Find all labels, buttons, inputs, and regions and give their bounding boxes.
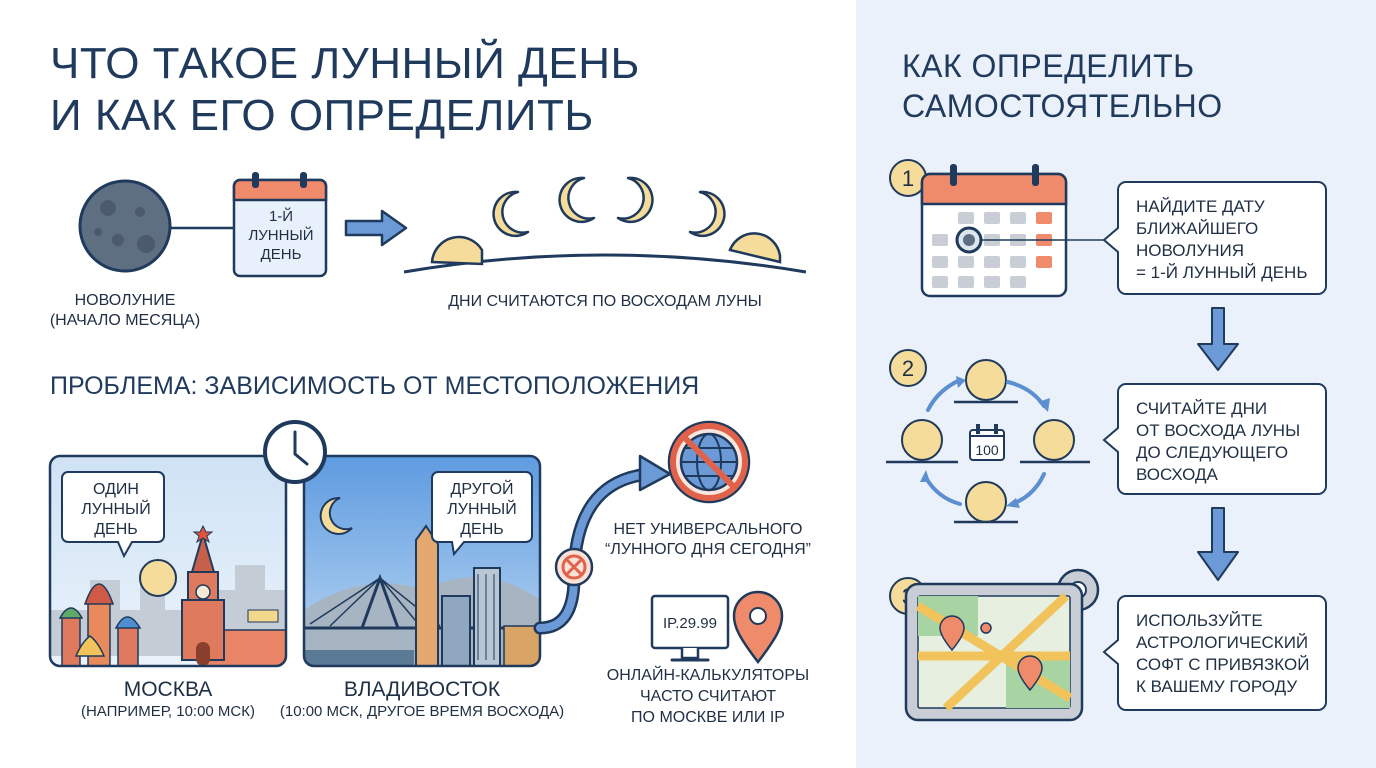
new-moon-icon [78, 179, 172, 273]
right-title-line1: КАК ОПРЕДЕЛИТЬ [902, 48, 1195, 84]
step-1-text: НАЙДИТЕ ДАТУ БЛИЖАЙШЕГО НОВОЛУНИЯ = 1-Й … [1136, 196, 1316, 284]
vladivostok-bubble: ДРУГОЙ ЛУННЫЙ ДЕНЬ [428, 480, 536, 540]
moscow-panel [48, 454, 288, 668]
step-2-line3: ДО СЛЕДУЮЩЕГО [1136, 443, 1289, 462]
moonrise-cycle-icon [886, 359, 1090, 524]
page-title: ЧТО ТАКОЕ ЛУННЫЙ ДЕНЬ И КАК ЕГО ОПРЕДЕЛИ… [50, 38, 640, 142]
vladivostok-panel [302, 454, 542, 668]
intro-graphic [78, 172, 807, 278]
step-2-line4: ВОСХОДА [1136, 465, 1218, 484]
vladivostok-city-label: ВЛАДИВОСТОК [343, 678, 501, 701]
no-universal-line1: НЕТ УНИВЕРСАЛЬНОГО [613, 521, 803, 538]
blocked-icon [554, 547, 594, 587]
step-2-box [1102, 383, 1327, 495]
page-title-line2: И КАК ЕГО ОПРЕДЕЛИТЬ [50, 91, 594, 140]
calendar-grid-icon [920, 164, 1121, 298]
monitor-icon [650, 594, 730, 662]
arrow-right-icon [344, 209, 408, 247]
calendar-icon [232, 172, 328, 278]
step-3-line1: ИСПОЛЬЗУЙТЕ [1136, 611, 1263, 630]
step-1-line4: = 1-Й ЛУННЫЙ ДЕНЬ [1136, 263, 1308, 282]
step-1-line1: НАЙДИТЕ ДАТУ [1136, 197, 1265, 216]
vladivostok-bubble-line2: ЛУННЫЙ [447, 501, 517, 518]
problem-heading: ПРОБЛЕМА: ЗАВИСИМОСТЬ ОТ МЕСТОПОЛОЖЕНИЯ [50, 372, 700, 400]
step-2-line2: ОТ ВОСХОДА ЛУНЫ [1136, 421, 1301, 440]
step-3-line4: К ВАШЕМУ ГОРОДУ [1136, 677, 1298, 696]
moscow-bubble-line2: ЛУННЫЙ [81, 501, 151, 518]
calendar-label-line1: 1-Й [268, 208, 294, 225]
calendar-label-line2: ЛУННЫЙ [248, 227, 314, 244]
globe-prohibited-icon [667, 420, 751, 504]
new-moon-caption: НОВОЛУНИЕ (НАЧАЛО МЕСЯЦА) [40, 291, 210, 331]
steps-graphic: 1 2 3 [886, 159, 1327, 722]
step-number-badges [889, 159, 927, 615]
step-3-line2: АСТРОЛОГИЧЕСКИЙ [1136, 633, 1309, 652]
location-pin-icon [732, 590, 784, 665]
calculators-line2: ЧАСТО СЧИТАЮТ [639, 688, 777, 705]
moon-rising-left-icon [430, 235, 484, 266]
crescent-moon-icon [492, 176, 726, 238]
step-1-box [1102, 181, 1327, 295]
moscow-bubble-line3: ДЕНЬ [94, 521, 138, 538]
step-2-line1: СЧИТАЙТЕ ДНИ [1136, 399, 1268, 418]
vladivostok-bubble-line1: ДРУГОЙ [450, 481, 514, 498]
new-moon-caption-line2: (НАЧАЛО МЕСЯЦА) [49, 312, 201, 329]
moonrise-caption: ДНИ СЧИТАЮТСЯ ПО ВОСХОДАМ ЛУНЫ [448, 293, 762, 310]
moscow-bubble-line1: ОДИН [93, 481, 139, 498]
step-1-line2: БЛИЖАЙШЕГО [1136, 219, 1259, 238]
calculators-line1: ОНЛАЙН-КАЛЬКУЛЯТОРЫ [606, 667, 810, 684]
step-3-box [1102, 595, 1327, 711]
right-title: КАК ОПРЕДЕЛИТЬ САМОСТОЯТЕЛЬНО [902, 46, 1223, 126]
step-2-text: СЧИТАЙТЕ ДНИ ОТ ВОСХОДА ЛУНЫ ДО СЛЕДУЮЩЕ… [1136, 398, 1316, 486]
step-1-number: 1 [902, 166, 914, 191]
vladivostok-bubble-line3: ДЕНЬ [460, 521, 504, 538]
clock-icon [263, 420, 327, 484]
no-universal-caption: НЕТ УНИВЕРСАЛЬНОГО “ЛУННОГО ДНЯ СЕГОДНЯ” [590, 520, 826, 560]
vladivostok-note: (10:00 МСК, ДРУГОЕ ВРЕМЯ ВОСХОДА) [279, 703, 565, 720]
moscow-city-label: МОСКВА [123, 678, 213, 701]
arrow-down-icon [1197, 307, 1239, 581]
moscow-note: (НАПРИМЕР, 10:00 МСК) [80, 703, 255, 720]
step-1-line3: НОВОЛУНИЯ [1136, 241, 1245, 260]
ip-label: IP.29.99 [663, 615, 717, 632]
tablet-map-icon [904, 568, 1100, 722]
step-3-text: ИСПОЛЬЗУЙТЕ АСТРОЛОГИЧЕСКИЙ СОФТ С ПРИВЯ… [1136, 610, 1316, 698]
moscow-bubble: ОДИН ЛУННЫЙ ДЕНЬ [62, 480, 170, 540]
calculators-caption: ОНЛАЙН-КАЛЬКУЛЯТОРЫ ЧАСТО СЧИТАЮТ ПО МОС… [590, 665, 826, 728]
no-universal-line2: “ЛУННОГО ДНЯ СЕГОДНЯ” [605, 541, 811, 558]
location-problem-graphic: IP.29.99 [48, 420, 784, 668]
moon-rising-right-icon [728, 232, 782, 264]
calculators-line3: ПО МОСКВЕ ИЛИ IP [631, 709, 785, 726]
calendar-label: 1-Й ЛУННЫЙ ДЕНЬ [236, 207, 326, 264]
step-2-number: 2 [902, 356, 914, 381]
right-title-line2: САМОСТОЯТЕЛЬНО [902, 88, 1223, 124]
new-moon-caption-line1: НОВОЛУНИЕ [74, 292, 176, 309]
calendar-label-line3: ДЕНЬ [260, 246, 302, 263]
cycle-calendar-label: 100 [975, 442, 999, 458]
step-3-line3: СОФТ С ПРИВЯЗКОЙ [1136, 655, 1310, 674]
page-title-line1: ЧТО ТАКОЕ ЛУННЫЙ ДЕНЬ [50, 39, 640, 88]
